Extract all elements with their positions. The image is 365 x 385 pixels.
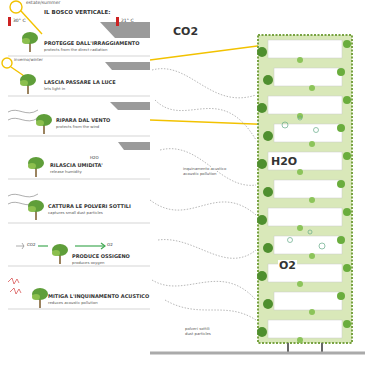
caption-text: O2 <box>107 243 113 247</box>
function-heading: MITIGA L'INQUINAMENTO ACUSTICO <box>48 294 149 300</box>
caption-text: CO2 <box>27 243 36 247</box>
chemical-label: O2 <box>278 260 297 272</box>
caption-text: 21° C <box>121 19 134 24</box>
caption-text: polveri sottili <box>184 327 211 331</box>
caption-text: inquinamento acustico <box>182 167 227 171</box>
chemical-label: H2O <box>270 156 298 168</box>
function-heading: CATTURA LE POLVERI SOTTILI <box>48 204 131 210</box>
function-heading: PRODUCE OSSIGENO <box>72 254 130 260</box>
caption-text: 30° C <box>13 19 26 24</box>
pollution-paths <box>150 69 256 320</box>
panel-separators <box>8 56 150 309</box>
wind-and-sound-strokes <box>8 110 105 294</box>
bubbles <box>282 116 325 249</box>
caption-text: dust particles <box>184 332 212 336</box>
caption-text: protects from the wind <box>56 125 99 129</box>
caption-text: H2O <box>90 156 99 160</box>
caption-text: acoustic pollution <box>182 172 217 176</box>
caption-text: reduces acoustic pollution <box>48 301 98 305</box>
caption-text: protects from the direct radiation <box>44 48 107 52</box>
chemical-label: CO2 <box>172 26 199 38</box>
function-heading: LASCIA PASSARE LA LUCE <box>44 80 116 86</box>
title: IL BOSCO VERTICALE: <box>44 9 110 15</box>
caption-text: estate/summer <box>26 1 60 6</box>
caption-text: captures small dust particles <box>48 211 103 215</box>
function-heading: RILASCIA UMIDITA' <box>50 163 103 169</box>
ground-line <box>150 352 365 355</box>
caption-text: lets light in <box>44 87 65 91</box>
function-heading: RIPARA DAL VENTO <box>56 118 110 124</box>
function-heading: PROTEGGE DALL'IRRAGGIAMENTO <box>44 41 139 47</box>
caption-text: inverno/winter <box>14 58 43 62</box>
caption-text: produces oxygen <box>72 261 105 265</box>
building <box>257 35 352 352</box>
suns <box>2 1 288 125</box>
thermometers <box>8 17 119 26</box>
caption-text: release humidity <box>50 170 82 174</box>
